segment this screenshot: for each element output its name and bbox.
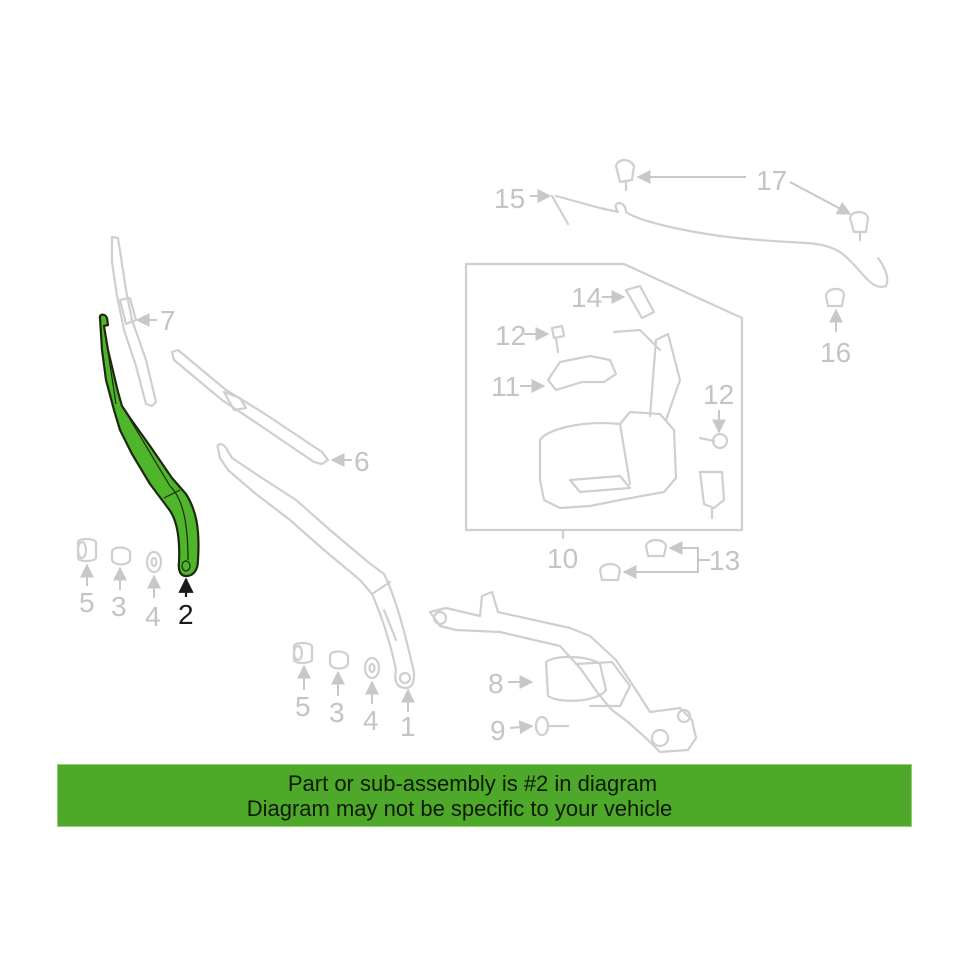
callout-16: 16 <box>820 308 851 368</box>
svg-text:12: 12 <box>703 379 734 410</box>
svg-text:3: 3 <box>329 697 345 728</box>
part-4-washer-left <box>145 550 163 574</box>
svg-text:12: 12 <box>495 320 526 351</box>
part-4-washer-middle <box>363 656 381 680</box>
part-9-bolt <box>534 715 570 737</box>
callout-8: 8 <box>488 668 534 699</box>
part-17-nozzle-right <box>848 210 870 242</box>
part-14-connector <box>624 284 656 320</box>
part-10-washer-reservoir-box <box>464 262 744 540</box>
part-5-cap-middle <box>292 641 314 665</box>
part-3-nut-left <box>110 546 132 566</box>
svg-text:8: 8 <box>488 668 504 699</box>
part-notice-banner: Part or sub-assembly is #2 in diagram Di… <box>57 764 912 827</box>
callout-6: 6 <box>330 446 370 477</box>
part-12-bolt-right <box>698 432 729 450</box>
part-1-wiper-arm <box>216 443 416 690</box>
svg-text:6: 6 <box>354 446 370 477</box>
svg-text:3: 3 <box>111 591 127 622</box>
part-11-bracket <box>546 354 618 392</box>
part-6-wiper-blade <box>170 348 330 466</box>
banner-disclaimer-text: Diagram may not be specific to your vehi… <box>246 795 673 821</box>
svg-text:13: 13 <box>709 545 740 576</box>
part-15-washer-hose <box>550 194 889 288</box>
callout-12-right: 12 <box>703 379 734 434</box>
callout-2: 2 <box>178 577 194 630</box>
callout-5-left: 5 <box>79 563 95 618</box>
part-10-washer-reservoir <box>538 328 682 510</box>
svg-text:9: 9 <box>490 715 506 746</box>
part-12-bolt-upper <box>550 324 566 354</box>
svg-text:11: 11 <box>491 371 520 402</box>
callout-14: 14 <box>571 282 626 313</box>
callout-3-middle: 3 <box>329 670 345 728</box>
svg-text:2: 2 <box>178 599 194 630</box>
callout-4-middle: 4 <box>363 680 379 736</box>
svg-text:14: 14 <box>571 282 602 313</box>
part-16-clip <box>824 287 846 308</box>
svg-text:5: 5 <box>295 691 311 722</box>
callout-4-left: 4 <box>145 574 161 632</box>
svg-text:7: 7 <box>160 305 176 336</box>
callout-13: 13 <box>622 541 740 579</box>
part-2-wiper-arm-highlighted <box>98 313 200 578</box>
svg-text:10: 10 <box>547 543 578 574</box>
part-8-wiper-linkage-motor <box>428 590 698 754</box>
callout-17: 17 <box>636 165 852 215</box>
callout-5-middle: 5 <box>295 664 311 722</box>
callout-10: 10 <box>547 543 578 574</box>
part-7-wiper-blade <box>110 235 158 408</box>
part-13-grommet-lower <box>598 562 622 582</box>
banner-part-number-text: Part or sub-assembly is #2 in diagram <box>287 770 658 796</box>
part-washer-pump <box>698 470 726 520</box>
callout-15: 15 <box>494 183 552 214</box>
svg-text:4: 4 <box>145 601 161 632</box>
part-17-nozzle-left <box>614 158 636 192</box>
part-5-cap-left <box>76 537 98 563</box>
part-3-nut-middle <box>328 650 350 670</box>
callout-3-left: 3 <box>111 566 127 622</box>
callout-1: 1 <box>400 688 416 742</box>
part-13-grommet-upper <box>644 538 668 558</box>
svg-text:5: 5 <box>79 587 95 618</box>
svg-text:15: 15 <box>494 183 525 214</box>
callout-7: 7 <box>135 305 176 336</box>
callout-11: 11 <box>491 371 546 402</box>
svg-text:16: 16 <box>820 337 851 368</box>
callout-12-upper: 12 <box>495 320 550 351</box>
svg-text:17: 17 <box>756 165 787 196</box>
svg-text:1: 1 <box>400 711 416 742</box>
callout-9: 9 <box>490 715 534 746</box>
svg-text:4: 4 <box>363 705 379 736</box>
